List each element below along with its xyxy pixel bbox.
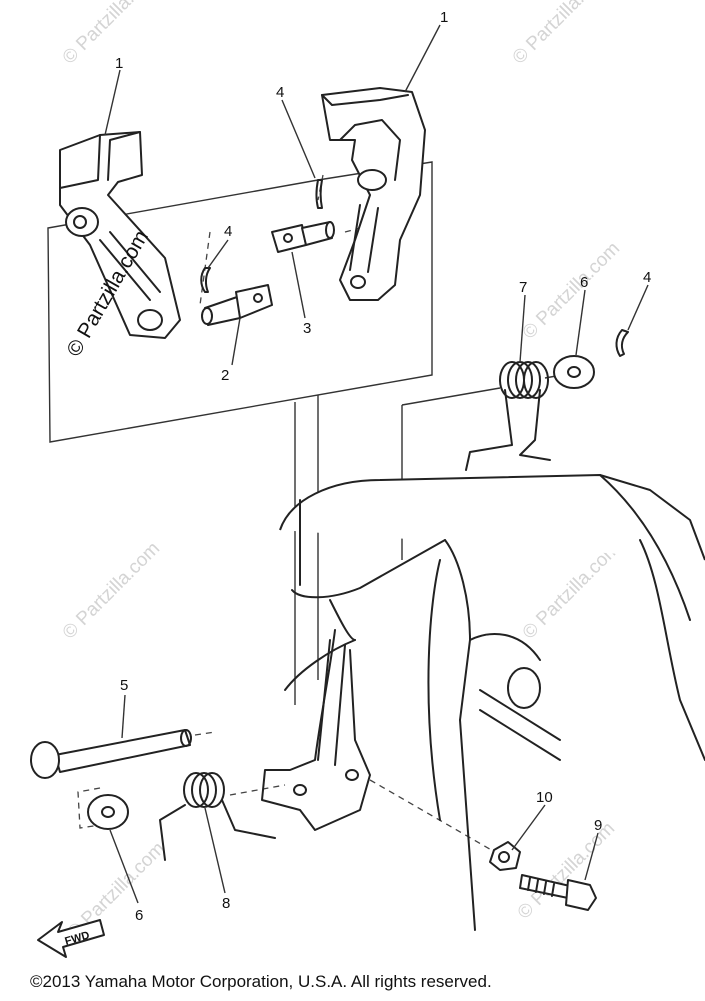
callout-9: 9: [594, 817, 602, 834]
watermark-tile: © Partzilla.com: [519, 238, 624, 343]
leader-lines: [104, 24, 649, 904]
callout-6: 6: [580, 274, 588, 291]
watermark-tile: © Partzilla.com: [59, 0, 164, 69]
part-8-spring: [159, 772, 276, 861]
part-7-spring: [465, 361, 551, 471]
part-4-cotter-pins: [200, 179, 629, 357]
part-1-arm-left: [59, 131, 181, 339]
watermark-tile: © Partzilla.com: [519, 538, 624, 643]
watermark-tile: © Partzilla.com: [59, 538, 164, 643]
callout-1: 1: [440, 9, 448, 26]
callout-5: 5: [120, 677, 128, 694]
assembly-frame: [47, 161, 433, 443]
watermark-tile: © Partzilla.com: [509, 0, 614, 69]
callout-8: 8: [222, 895, 230, 912]
part-5-pivot-pin: [30, 729, 192, 779]
part-2-clevis-pin: [201, 284, 273, 326]
part-1-arm-right: [321, 87, 426, 301]
callouts: 1 1 4 4 2 3 7 6 4 5 6 8 10 9: [115, 9, 651, 924]
bracket-body: [261, 474, 705, 931]
callout-1: 1: [115, 55, 123, 72]
callout-4: 4: [224, 223, 232, 240]
watermark-tile: © Partzilla.com: [514, 818, 619, 923]
callout-10: 10: [536, 789, 553, 806]
callout-4: 4: [643, 269, 651, 286]
callout-7: 7: [519, 279, 527, 296]
callout-6: 6: [135, 907, 143, 924]
part-6-washer-upper: [553, 355, 595, 389]
part-6-washer-lower: [87, 794, 129, 830]
callout-2: 2: [221, 367, 229, 384]
copyright-notice: ©2013 Yamaha Motor Corporation, U.S.A. A…: [30, 972, 492, 991]
part-3-clevis: [271, 221, 335, 253]
callout-4: 4: [276, 84, 284, 101]
callout-3: 3: [303, 320, 311, 337]
part-9-bolt: [519, 874, 597, 911]
